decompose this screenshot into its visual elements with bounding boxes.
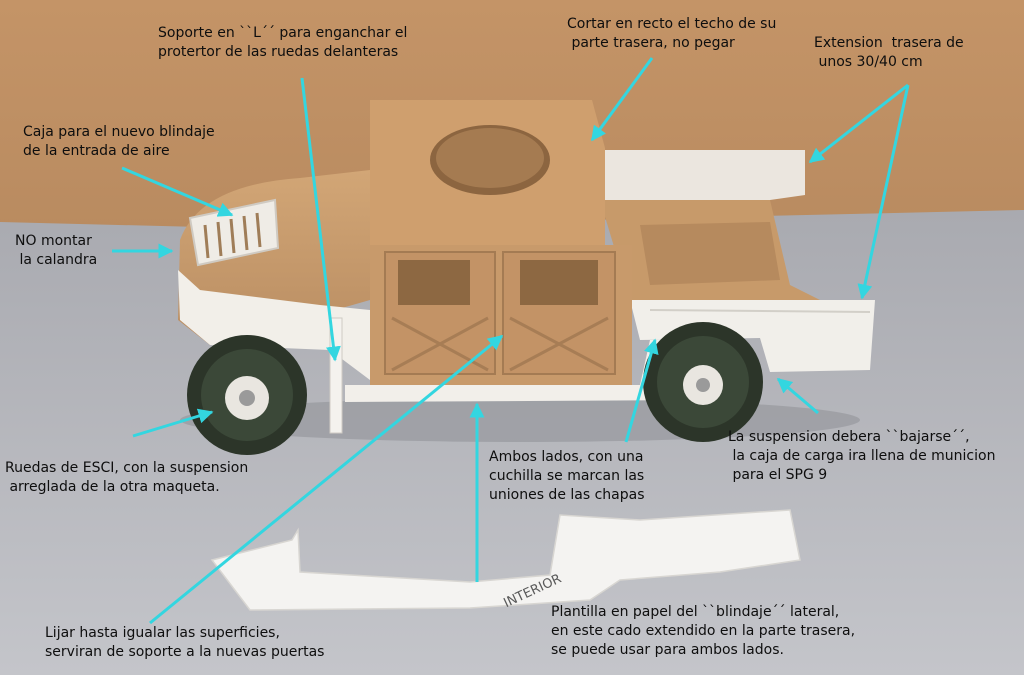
paper-template <box>210 509 801 611</box>
annotation-ruedas: Ruedas de ESCI, con la suspension arregl… <box>5 460 249 495</box>
rear-wheel <box>643 322 763 442</box>
front-wheel <box>187 335 307 455</box>
annotation-extension: Extension trasera de unos 30/40 cm <box>814 35 964 70</box>
annotation-no-montar: NO montar la calandra <box>15 233 98 268</box>
arrow-extension-2 <box>857 84 910 300</box>
annotation-caja: Caja para el nuevo blindaje de la entrad… <box>23 124 215 159</box>
arrows <box>112 57 910 625</box>
cabin <box>345 100 700 402</box>
annotation-plantilla: Plantilla en papel del ``blindaje´´ late… <box>551 604 856 658</box>
arrow-suspension <box>776 377 819 415</box>
annotation-soporte: Soporte en ``L´´ para enganchar el prote… <box>158 25 408 60</box>
arrow-cortar <box>590 57 654 142</box>
arrow-soporte <box>300 77 341 362</box>
rear-extension <box>592 150 875 372</box>
arrow-lijar <box>149 334 504 625</box>
annotation-lijar: Lijar hasta igualar las superficies, ser… <box>45 625 325 660</box>
arrow-caja <box>121 166 234 217</box>
arrow-extension-1 <box>808 83 909 164</box>
intake-armor-box <box>188 198 280 267</box>
arrow-ambos <box>624 338 659 443</box>
annotation-ambos: Ambos lados, con una cuchilla se marcan … <box>489 449 645 503</box>
annotation-cortar: Cortar en recto el techo de su parte tra… <box>567 16 777 51</box>
arrow-ruedas <box>132 408 214 438</box>
annotation-suspension: La suspension debera ``bajarse´´, la caj… <box>728 429 996 483</box>
